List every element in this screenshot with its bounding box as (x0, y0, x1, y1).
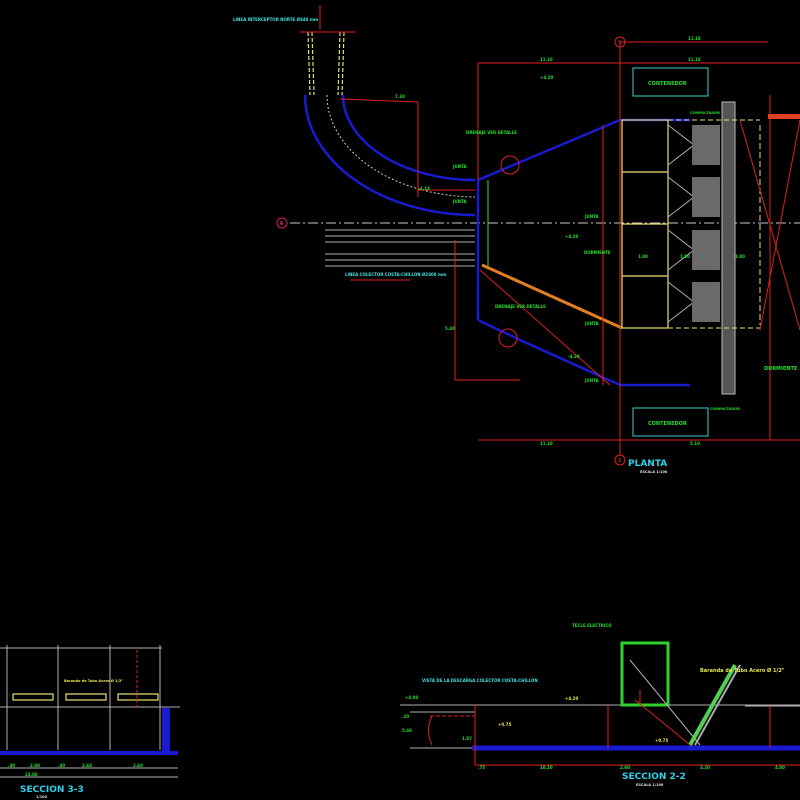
outlet-channel (325, 229, 475, 267)
inlet-label: LINEA INTERCEPTOR NORTE Ø840 mm (233, 17, 318, 22)
dimension-label: .20 (402, 714, 409, 719)
joint-label: JUNTA (584, 214, 600, 219)
axis-a-label: A (280, 221, 284, 227)
container-top (632, 67, 709, 97)
dimension-label: 5.10 (690, 441, 700, 446)
plan-title: PLANTA (628, 459, 667, 469)
dimension-label: 10.10 (540, 765, 553, 770)
discharge-label: VISTA DE LA DESCARGA COLECTOR COSTA-CHIL… (422, 678, 538, 683)
dimension-label: 5.40 (445, 326, 455, 331)
section-3-view: Baranda de Tubo Acero Ø 1/2" 2.60 2.60 2… (0, 645, 180, 799)
level-label: 1.87 (462, 736, 472, 741)
dimension-label: 7.38 (395, 94, 405, 99)
level-label: +4.20 (565, 234, 578, 239)
level-label: +4.20 (565, 696, 578, 701)
conveyor (721, 101, 736, 395)
inlet-pipe-inner (341, 94, 476, 182)
joint-label: JUNTA (452, 164, 468, 169)
section-2-title: SECCION 2-2 (622, 772, 686, 782)
drain-label: DRENAJE VER DETALLE (495, 304, 546, 309)
plan-scale: ESCALA 1/100 (640, 470, 668, 474)
joint-label: JUNTA (584, 321, 600, 326)
drain-label: DRENAJE VER DETALLE (466, 130, 517, 135)
plan-view: A (233, 5, 800, 474)
level-label: -4.20 (568, 354, 580, 359)
axis-1-label-bottom: 1 (618, 458, 622, 464)
tecle-label: TECLE ELECTRICO (572, 623, 612, 628)
dimension-label: 1.80 (680, 254, 690, 259)
railing-label: Baranda de Tubo Acero Ø 1/2" (64, 678, 123, 683)
durmiente-label: DURMIENTE (584, 250, 611, 255)
outlet-label: LINEA COLECTOR COSTA-CHILLON Ø2400 mm (345, 272, 446, 277)
container-bottom-label: CONTENEDOR (648, 421, 687, 427)
durmiente-label: DURMIENTE (764, 366, 798, 372)
axis-1-marker-bottom (614, 454, 626, 466)
dimension-label: 1.80 (638, 254, 648, 259)
dimension-label: 2.60 (620, 765, 630, 770)
railing-label: Baranda de Tubo Acero Ø 1/2" (700, 667, 785, 674)
level-label: +0.75 (498, 722, 511, 727)
joint-label: JUNTA (452, 199, 468, 204)
compactor-top-label: COMPACTADOR (690, 111, 720, 115)
inlet-pipe-outer (303, 94, 476, 217)
dimension-label: 3.20 (700, 765, 710, 770)
section-3-title: SECCION 3-3 (20, 785, 84, 795)
level-label: +4.20 (540, 75, 553, 80)
dimension-label: 11.10 (540, 441, 553, 446)
dimension-label: 23.60 (25, 772, 38, 777)
axis-1-label-top: 1 (618, 40, 622, 46)
dimension-label: 1.80 (735, 254, 745, 259)
dimension-label: 11.18 (688, 36, 701, 41)
section-2-view: TECLE ELECTRICO VISTA DE LA DESCARGA COL… (400, 623, 800, 787)
dimension-label: 11.18 (688, 57, 701, 62)
dimension-label: 5.40 (402, 728, 412, 733)
dimension-label: 4.18 (420, 186, 430, 191)
dimension-label: 11.10 (540, 57, 553, 62)
compactor-bottom-label: COMPACTADOR (710, 407, 740, 411)
dimension-label: 2.60 (133, 763, 143, 768)
dimension-label: .40 (8, 763, 15, 768)
section-2-scale: ESCALA 1/100 (636, 783, 664, 787)
container-top-label: CONTENEDOR (648, 81, 687, 87)
joint-label: JUNTA (584, 378, 600, 383)
axis-1-marker-top (614, 36, 626, 48)
level-label: +4.00 (405, 695, 418, 700)
container-bottom (632, 407, 709, 437)
dimension-label: .75 (478, 765, 485, 770)
dimension-label: 2.60 (30, 763, 40, 768)
hoist-frame (620, 641, 670, 707)
dimension-label: 4.00 (775, 765, 785, 770)
dimension-label: 2.60 (82, 763, 92, 768)
railings (12, 693, 159, 701)
section-3-scale: 1/100 (36, 795, 48, 799)
axis-a-marker (276, 217, 288, 229)
level-label: +0.75 (655, 738, 668, 743)
dimension-label: .40 (58, 763, 65, 768)
